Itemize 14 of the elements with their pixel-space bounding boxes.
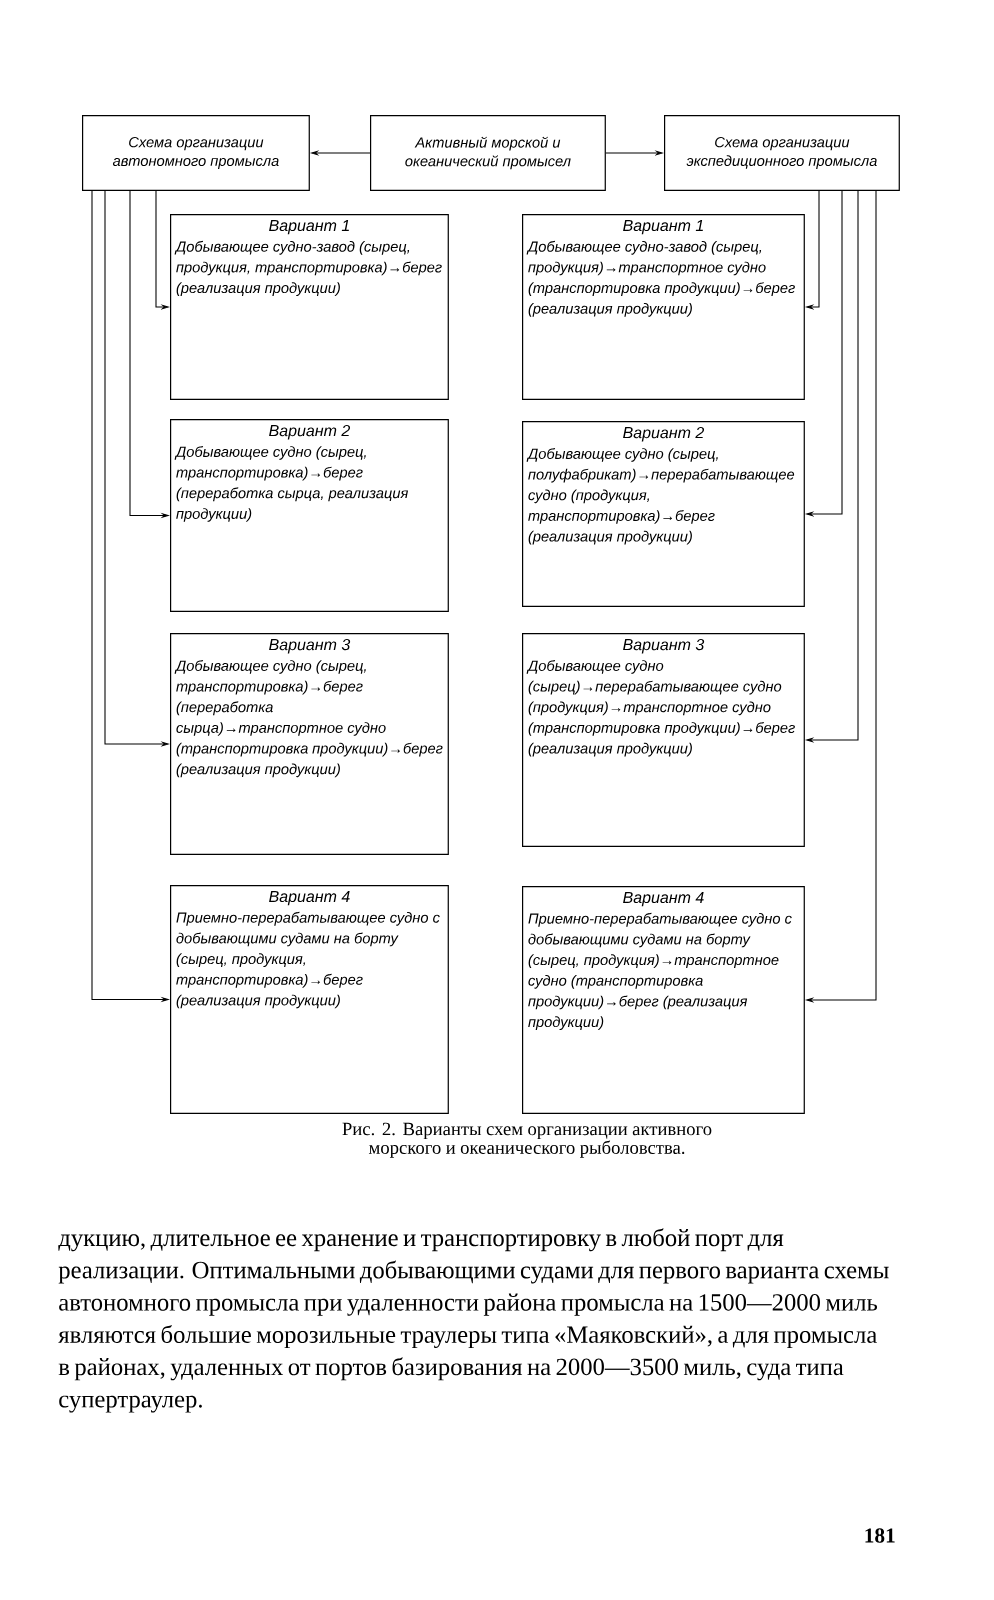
page-number: 181 [865,1528,895,1543]
variant-box: Вариант 3 Добывающее судно (сырец, транспортировка)→берег (переработка сырца)→транспортное судно (транспортировка продукции)→берег (реализация продукции) [170,633,449,855]
variant-box: Вариант 4 Приемно-перерабатывающее судно с добывающими судами на борту (сырец, продукция, транспортировка)→берег (реализация продукции) [170,885,449,1114]
variant-box: Вариант 1 Добывающее судно-завод (сырец, продукция)→транспортное судно (транспортировка продукции)→берег (реализация продукции) [522,214,805,400]
variant-box: Вариант 2 Добывающее судно (сырец, полуфабрикат)→перерабатывающее судно (продукция, транспортировка)→берег (реализация продукции) [522,421,805,607]
scheme-box: Активный морской и океанический промысел [370,115,606,191]
figure-caption: Рис. 2. Варианты схем организации активного морского и океанического рыболовства. [342,1122,712,1158]
variant-box: Вариант 3 Добывающее судно (сырец)→перерабатывающее судно (продукция)→транспортное судно (транспортировка продукции)→берег (реализация продукции) [522,633,805,847]
body-paragraph: дукцию, длительное ее хранение и транспортировку в любой порт для реализации. Оптимальными добывающими судами для первого варианта схемы автономного промысла при удаленности района промысла на 1500—2000 миль являются большие морозильные траулеры типа «Маяковский», а для промысла в районах, удаленных от портов базирования на 2000—3500 миль, суда типа супертраулер. [58,1228,889,1413]
variant-box: Вариант 1 Добывающее судно-завод (сырец, продукция, транспортировка)→берег (реализация продукции) [170,214,449,400]
scheme-box: Схема организации автономного промысла [82,115,310,191]
variant-box: Вариант 2 Добывающее судно (сырец, транспортировка)→берег (переработка сырца, реализация продукции) [170,419,449,612]
variant-box: Вариант 4 Приемно-перерабатывающее судно с добывающими судами на борту (сырец, продукция)→транспортное судно (транспортировка продукции)→берег (реализация продукции) [522,886,805,1114]
scheme-box: Схема организации экспедиционного промысла [664,115,900,191]
